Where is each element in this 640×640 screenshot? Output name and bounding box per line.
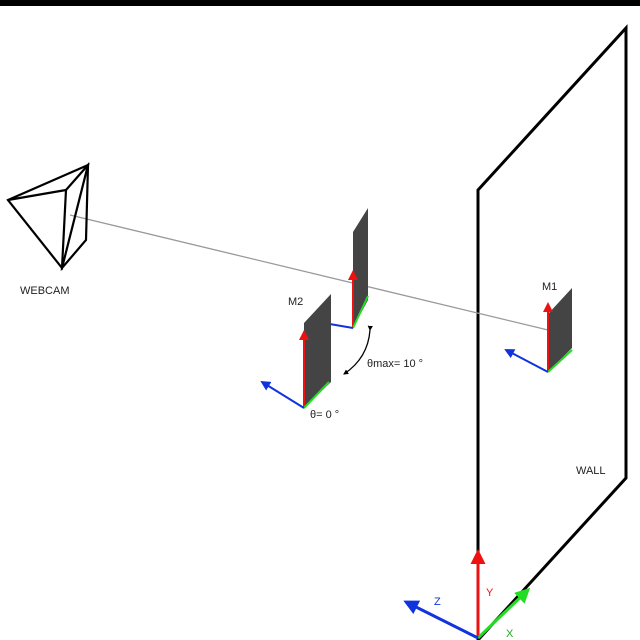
wall-outline [476,24,628,640]
mirror-m2 [260,294,331,409]
y-axis-label: Y [486,587,494,599]
x-axis-arrow [476,587,531,640]
world-axes [403,549,531,640]
x-axis-label: X [506,628,514,640]
z-axis-arrow [403,600,479,640]
m1-label: M1 [542,281,557,293]
z-axis-label: Z [434,596,441,608]
theta-max-label: θmax= 10 ° [367,358,423,370]
m2-label: M2 [288,296,303,308]
theta-zero-label: θ= 0 ° [310,409,339,421]
line-of-sight [69,214,549,331]
top-border-bar [0,0,640,6]
wall-label: WALL [576,465,606,477]
rotation-arc [343,325,373,375]
webcam-icon [6,161,90,272]
mirror-m1 [504,288,573,373]
webcam-label: WEBCAM [20,285,70,297]
